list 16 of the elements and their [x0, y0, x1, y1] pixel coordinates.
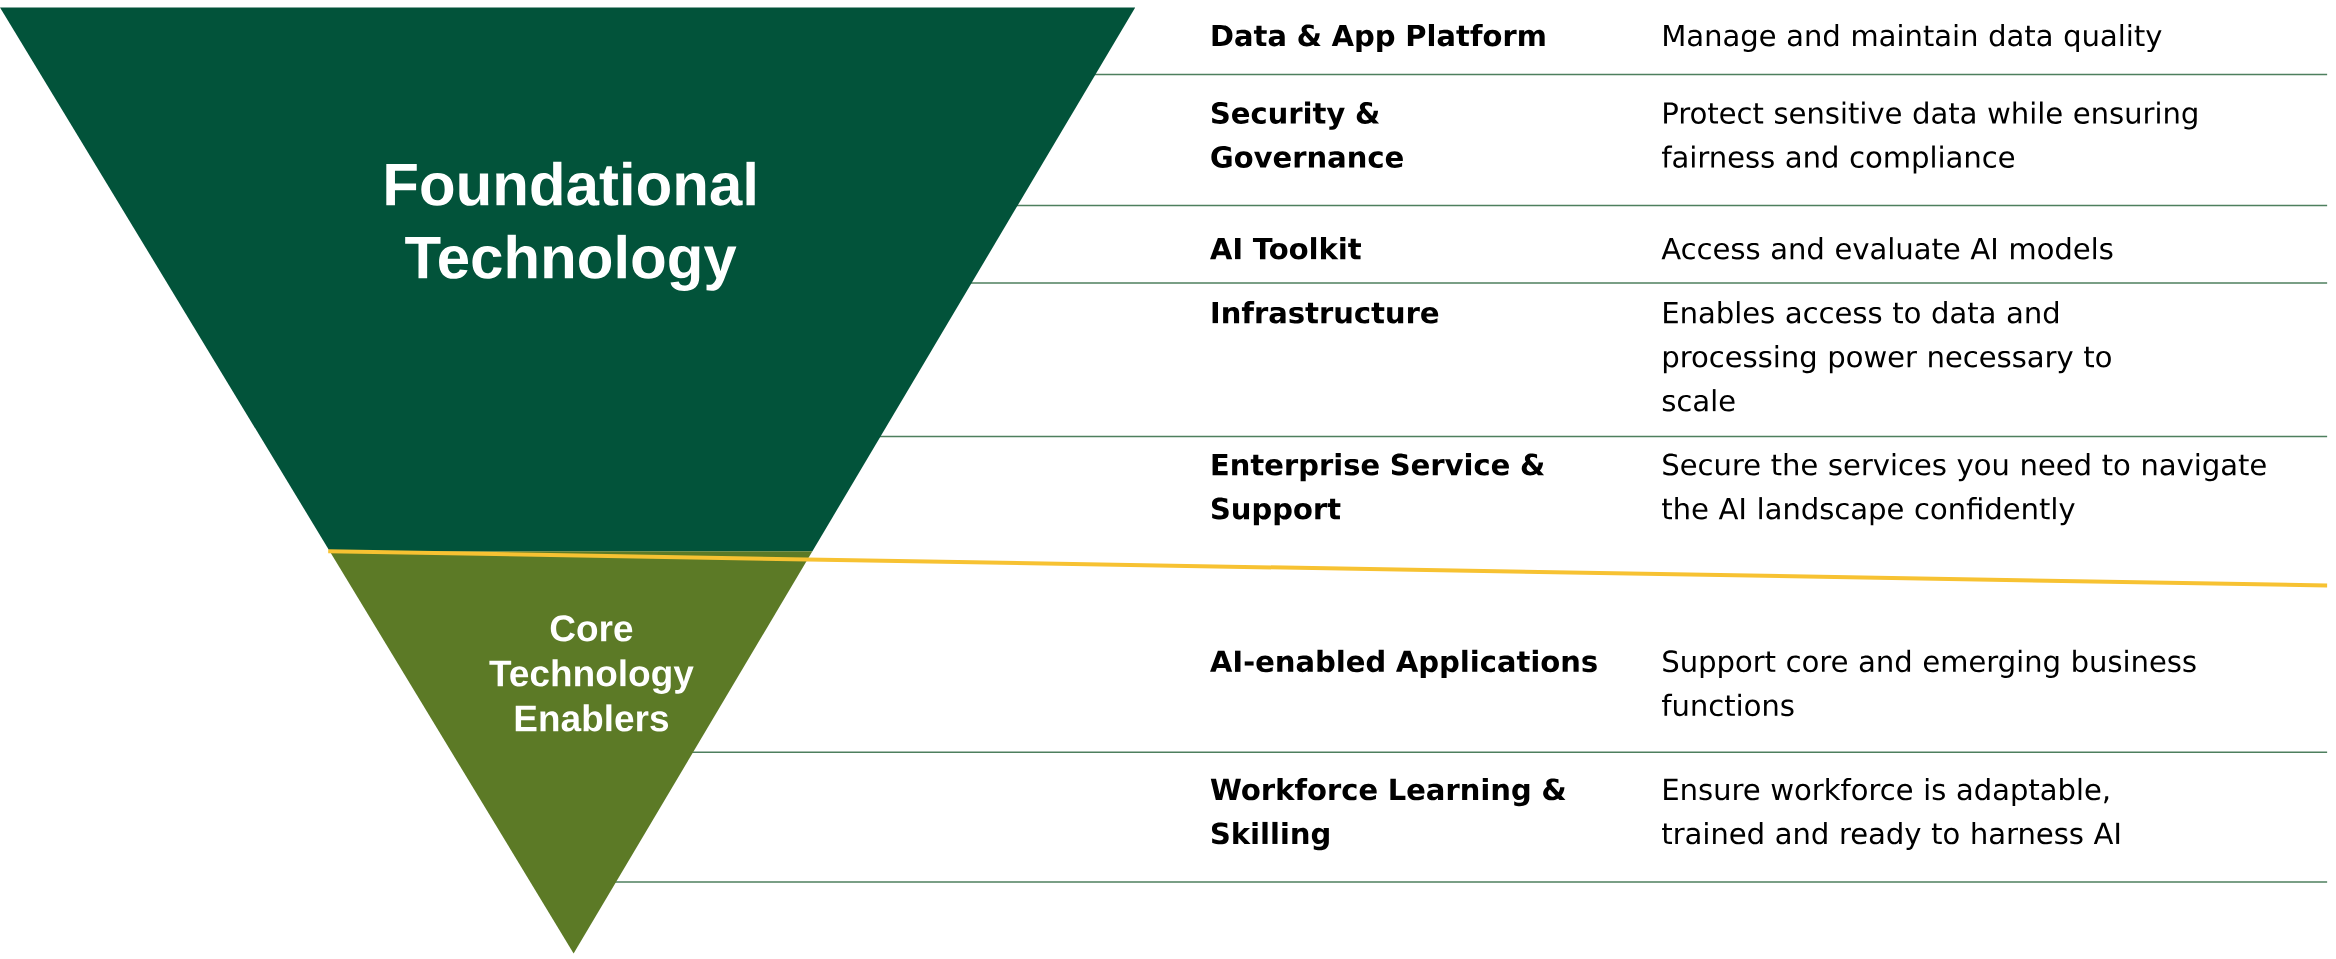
row-description: Manage and maintain data quality [1664, 24, 2162, 53]
row-description: Enables access to data and processing power necessary to scale [1662, 301, 2111, 412]
row-heading: Infrastructure [1212, 301, 1439, 324]
triangle-band: Core Technology Enablers [329, 551, 813, 954]
row-description: Protect sensitive data while ensuring fairness and compliance [1662, 101, 2197, 174]
row-heading: Data & App Platform [1212, 24, 1545, 53]
row-heading: Security & Governance [1211, 101, 1403, 168]
row-description: Support core and emerging business functions [1662, 649, 2196, 717]
row-description: Ensure workforce is adaptable, trained and ready to harness AI [1662, 777, 2120, 850]
row-heading: AI-enabled Applications [1210, 649, 1597, 678]
row-description: Secure the services you need to navigate the AI landscape confidently [1662, 453, 2266, 526]
trapezoid-band: Foundational Technology [0, 7, 1136, 552]
row-heading: Workforce Learning & Skilling [1210, 777, 1566, 851]
row-description: Access and evaluate AI models [1661, 237, 2113, 260]
row-heading: Enterprise Service & Support [1212, 453, 1545, 526]
row-heading: AI Toolkit [1210, 237, 1361, 260]
